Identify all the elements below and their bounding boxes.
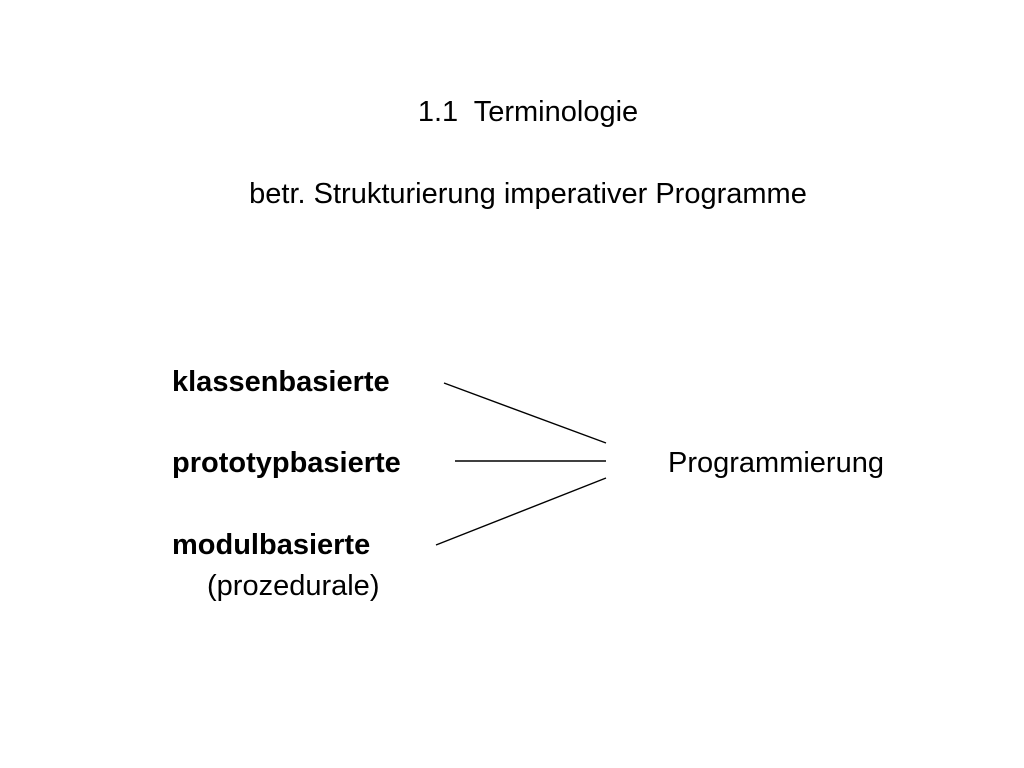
term-prototypbasierte: prototypbasierte [172,447,401,479]
connector-modulbasierte [435,477,607,546]
term-klassenbasierte: klassenbasierte [172,366,390,398]
term-modulbasierte-note: (prozedurale) [207,570,380,602]
target-programmierung: Programmierung [668,447,884,479]
slide-title: 1.1 Terminologie [417,96,639,128]
slide-subtitle: betr. Strukturierung imperativer Program… [249,178,807,210]
connector-klassenbasierte [443,382,607,444]
term-modulbasierte: modulbasierte [172,529,371,561]
